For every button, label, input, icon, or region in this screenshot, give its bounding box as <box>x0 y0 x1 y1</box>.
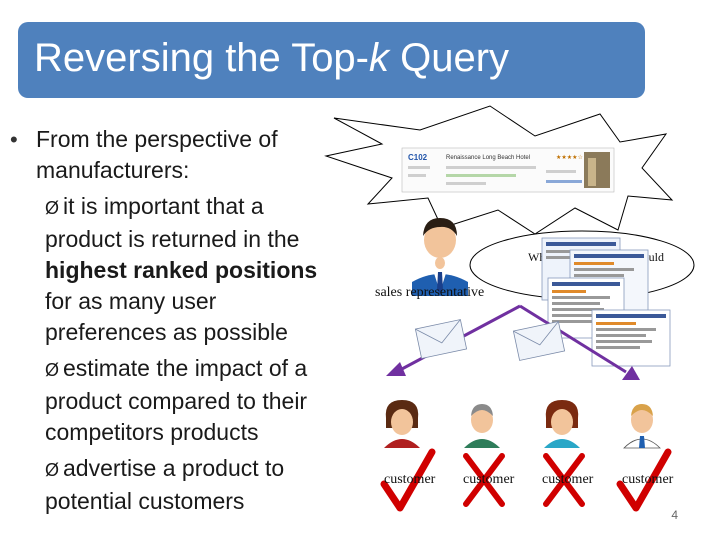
customer-label: customer <box>622 472 674 487</box>
highlight-text: highest ranked positions <box>45 257 318 283</box>
arrow-bullet-icon: Ø <box>45 360 60 380</box>
arrow-head <box>386 362 406 376</box>
customer-label: customer <box>384 472 436 487</box>
check-mark-icon <box>380 448 436 512</box>
diagram: C102 Renaissance Long Beach Hotel ★★★★☆ … <box>324 105 695 512</box>
hotel-stars: ★★★★☆ <box>556 154 583 161</box>
check-mark-icon <box>616 448 672 512</box>
customer-label: customer <box>463 472 515 487</box>
arrow-bullet-icon: Ø <box>45 460 60 480</box>
speech-text: Wh <box>528 250 545 264</box>
arrow-line <box>519 304 627 374</box>
hotel-listing-thumbnail: C102 Renaissance Long Beach Hotel ★★★★☆ <box>401 147 615 193</box>
customer-icon <box>464 404 500 448</box>
sales-representative-icon <box>412 218 468 296</box>
bullet-main-text: From the perspective of manufacturers: <box>36 126 278 183</box>
envelope-icon <box>414 319 468 359</box>
hotel-code: C102 <box>408 153 428 162</box>
results-screenshots <box>541 237 671 367</box>
slide-title: Reversing the Top-k Query <box>34 36 510 80</box>
customer-label: customer <box>542 472 594 487</box>
title-bar: Reversing the Top-k Query <box>18 22 645 98</box>
bullet-main: • From the perspective of manufacturers: <box>10 124 340 186</box>
arrow-bullet-icon: Ø <box>45 198 60 218</box>
page-number: 4 <box>671 508 678 522</box>
sales-representative-label: sales representative <box>375 285 484 300</box>
arrow-head <box>622 366 640 380</box>
customer-icon <box>623 404 661 449</box>
customer-icon <box>384 400 420 448</box>
hotel-name: Renaissance Long Beach Hotel <box>446 155 530 161</box>
cross-mark-icon <box>463 453 505 507</box>
bullet-dot: • <box>10 127 18 152</box>
cross-mark-icon <box>543 453 585 507</box>
envelope-icon <box>512 321 566 361</box>
customer-icon <box>544 400 580 448</box>
bullet-list: • From the perspective of manufacturers:… <box>10 124 340 517</box>
